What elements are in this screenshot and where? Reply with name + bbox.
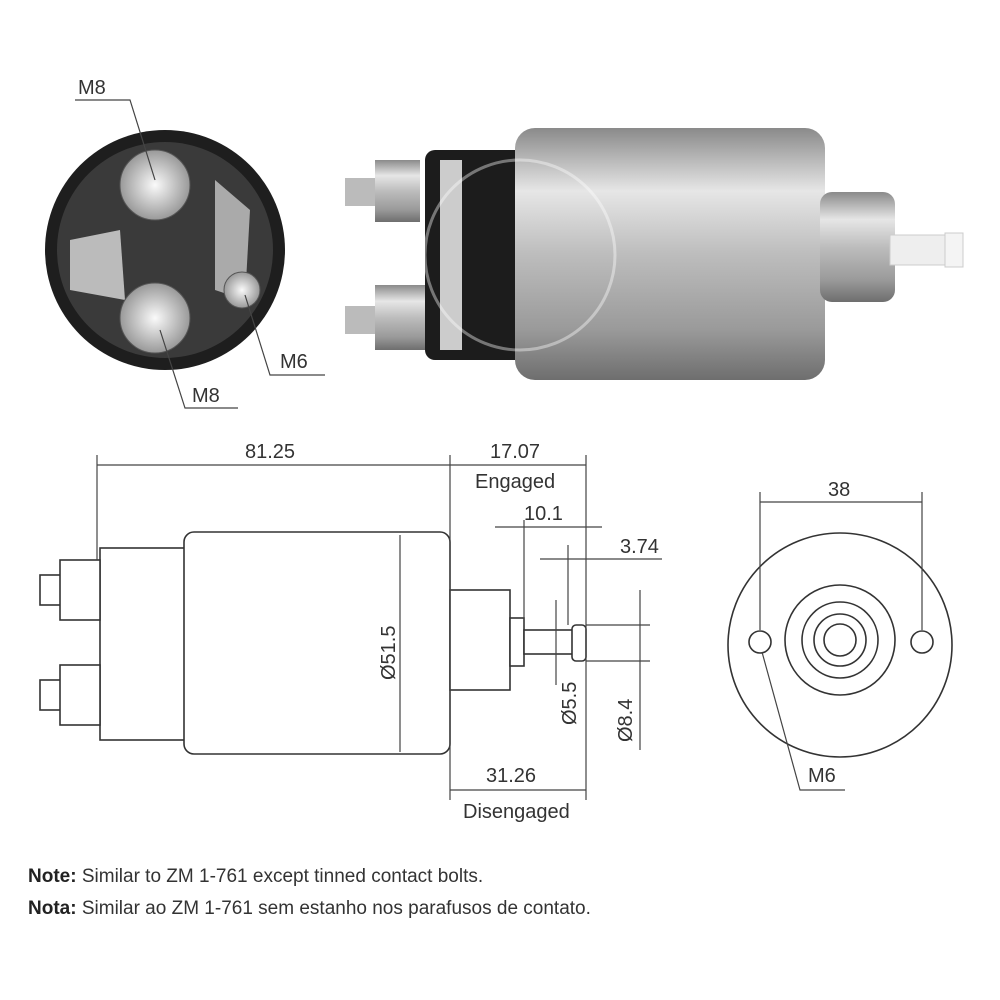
svg-text:M8: M8	[192, 385, 220, 407]
svg-text:Ø8.4: Ø8.4	[615, 699, 637, 742]
svg-text:Engaged: Engaged	[475, 471, 555, 493]
svg-text:M8: M8	[78, 77, 106, 99]
note-portuguese: Nota: Similar ao ZM 1-761 sem estanho no…	[28, 898, 591, 919]
svg-text:M6: M6	[808, 765, 836, 787]
end-view-photo	[45, 130, 285, 370]
svg-text:Ø5.5: Ø5.5	[559, 682, 581, 725]
note-english: Note: Similar to ZM 1-761 except tinned …	[28, 866, 484, 887]
svg-text:38: 38	[828, 479, 850, 501]
side-view-photo	[345, 128, 964, 380]
svg-text:10.1: 10.1	[524, 503, 563, 525]
svg-text:31.26: 31.26	[486, 765, 536, 787]
svg-text:Ø51.5: Ø51.5	[378, 626, 400, 680]
side-drawing: 81.25 17.07 Engaged 10.1 3.74 Ø51.5 Ø5.5…	[39, 441, 662, 823]
photo-callouts: M8 M8 M6	[75, 77, 325, 409]
svg-text:Disengaged: Disengaged	[463, 801, 570, 823]
svg-text:M6: M6	[280, 351, 308, 373]
svg-text:81.25: 81.25	[245, 441, 295, 463]
front-drawing: 38 M6	[727, 479, 953, 791]
svg-text:3.74: 3.74	[620, 536, 659, 558]
svg-text:17.07: 17.07	[490, 441, 540, 463]
